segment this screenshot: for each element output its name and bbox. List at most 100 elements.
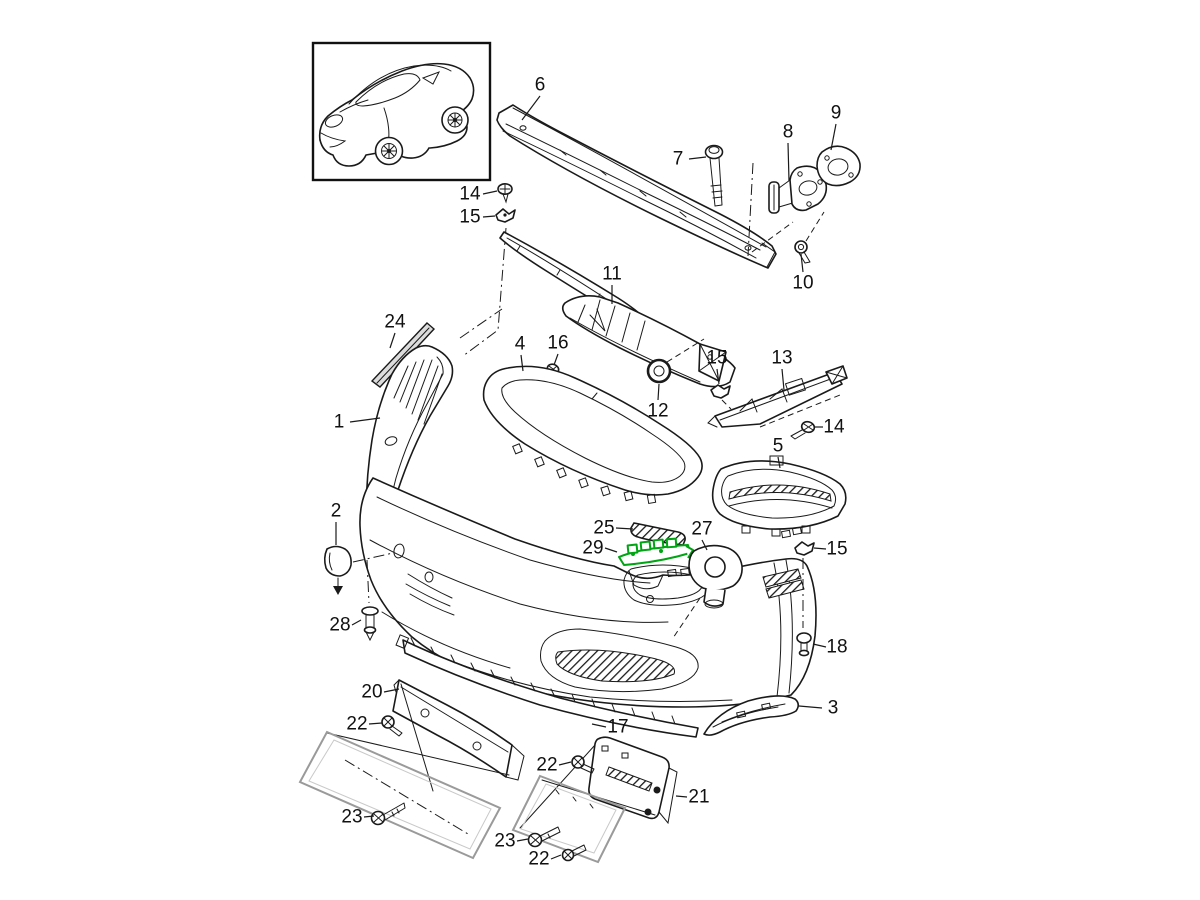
callout-number[interactable]: 11 — [602, 264, 622, 285]
part-22-screw-mid — [571, 755, 595, 774]
callout-leader-line — [813, 547, 827, 550]
callout-4[interactable]: 4 — [515, 334, 526, 372]
callout-23[interactable]: 23 — [341, 807, 375, 828]
callout-6[interactable]: 6 — [521, 75, 546, 121]
callout-number[interactable]: 28 — [329, 615, 350, 636]
callout-15[interactable]: 15 — [706, 348, 728, 385]
callout-number[interactable]: 8 — [783, 122, 794, 143]
callout-number[interactable]: 21 — [688, 787, 709, 808]
callout-leader-line — [675, 795, 688, 798]
callout-leader-line — [615, 527, 634, 530]
callout-15[interactable]: 15 — [459, 207, 496, 228]
callout-27[interactable]: 27 — [691, 519, 713, 551]
front-wheel — [374, 136, 404, 166]
callout-number[interactable]: 2 — [331, 501, 342, 522]
callout-number[interactable]: 16 — [547, 333, 568, 354]
callout-21[interactable]: 21 — [675, 787, 710, 808]
callout-number[interactable]: 23 — [341, 807, 362, 828]
callout-number[interactable]: 18 — [826, 637, 847, 658]
callout-number[interactable]: 5 — [773, 436, 784, 457]
callout-number[interactable]: 10 — [792, 273, 813, 294]
callout-11[interactable]: 11 — [602, 264, 622, 305]
callout-1[interactable]: 1 — [334, 412, 381, 433]
callout-number[interactable]: 23 — [494, 831, 515, 852]
callout-22[interactable]: 22 — [528, 849, 562, 870]
callout-number[interactable]: 29 — [582, 538, 603, 559]
callout-16[interactable]: 16 — [547, 333, 569, 366]
callout-number[interactable]: 4 — [515, 334, 526, 355]
callout-9[interactable]: 9 — [830, 103, 842, 151]
callout-leader-line — [363, 815, 375, 818]
callout-number[interactable]: 13 — [771, 348, 792, 369]
part-18-screw — [796, 632, 812, 657]
callout-number[interactable]: 3 — [828, 698, 839, 719]
part-29-highlighted-bracket[interactable] — [618, 537, 694, 566]
part-5-side-grille — [711, 455, 847, 537]
callout-number[interactable]: 6 — [535, 75, 546, 96]
callout-10[interactable]: 10 — [792, 253, 814, 294]
callout-number[interactable]: 15 — [459, 207, 480, 228]
callout-number[interactable]: 20 — [361, 682, 382, 703]
side-grille-tabs — [741, 525, 811, 537]
callout-3[interactable]: 3 — [798, 698, 839, 719]
callout-number[interactable]: 15 — [826, 539, 847, 560]
license-plate-bottom — [511, 774, 627, 864]
callout-2[interactable]: 2 — [331, 501, 342, 546]
callout-24[interactable]: 24 — [384, 312, 406, 349]
callout-leader-line — [521, 95, 541, 121]
callout-number[interactable]: 25 — [593, 518, 614, 539]
callout-number[interactable]: 17 — [607, 717, 628, 738]
callout-number[interactable]: 12 — [647, 401, 668, 422]
part-23-screw-left — [370, 802, 406, 826]
callout-leader-line — [349, 417, 381, 423]
callout-20[interactable]: 20 — [361, 682, 400, 703]
callout-leader-line — [368, 722, 383, 725]
callout-18[interactable]: 18 — [812, 637, 848, 658]
bumper-center-intake — [540, 628, 699, 693]
callout-number[interactable]: 22 — [536, 755, 557, 776]
callout-number[interactable]: 22 — [346, 714, 367, 735]
callout-leader-line — [716, 368, 720, 385]
callout-15[interactable]: 15 — [813, 539, 848, 560]
callout-number[interactable]: 22 — [528, 849, 549, 870]
callout-number[interactable]: 14 — [823, 417, 845, 438]
part-14-screw-right — [790, 420, 816, 440]
callout-7[interactable]: 7 — [673, 149, 707, 170]
callout-29[interactable]: 29 — [582, 538, 618, 559]
callout-number[interactable]: 7 — [673, 149, 684, 170]
callout-leader-line — [520, 354, 524, 372]
part-7-bolt — [704, 144, 724, 207]
callout-5[interactable]: 5 — [773, 436, 784, 469]
callout-number[interactable]: 14 — [459, 184, 481, 205]
callout-22[interactable]: 22 — [536, 755, 572, 776]
callout-8[interactable]: 8 — [783, 122, 794, 182]
callout-leader-line — [553, 353, 559, 366]
callout-14[interactable]: 14 — [814, 417, 845, 438]
part-9-adapter-plate — [816, 145, 861, 187]
callout-number[interactable]: 24 — [384, 312, 406, 333]
callout-28[interactable]: 28 — [329, 615, 362, 636]
part-23-screw-bottom — [527, 826, 561, 848]
callout-number[interactable]: 9 — [831, 103, 842, 124]
callout-number[interactable]: 1 — [334, 412, 345, 433]
callout-14[interactable]: 14 — [459, 184, 498, 205]
callout-25[interactable]: 25 — [593, 518, 634, 539]
callout-leader-line — [604, 547, 618, 553]
callout-12[interactable]: 12 — [647, 383, 669, 422]
callout-number[interactable]: 15 — [706, 348, 727, 369]
part-28-rivet — [361, 559, 379, 642]
part-20-plate-bracket — [326, 679, 525, 792]
part-17-spoiler-strip — [395, 634, 699, 738]
callout-13[interactable]: 13 — [771, 348, 793, 391]
callout-22[interactable]: 22 — [346, 714, 383, 735]
callout-23[interactable]: 23 — [494, 831, 529, 852]
callout-number[interactable]: 27 — [691, 519, 712, 540]
callout-leader-line — [777, 456, 781, 469]
grille-tabs — [512, 443, 657, 505]
callout-leader-line — [812, 643, 827, 648]
part-14-screw-top — [497, 183, 513, 204]
part-15-clip-mid — [710, 384, 732, 410]
callout-17[interactable]: 17 — [591, 717, 629, 738]
